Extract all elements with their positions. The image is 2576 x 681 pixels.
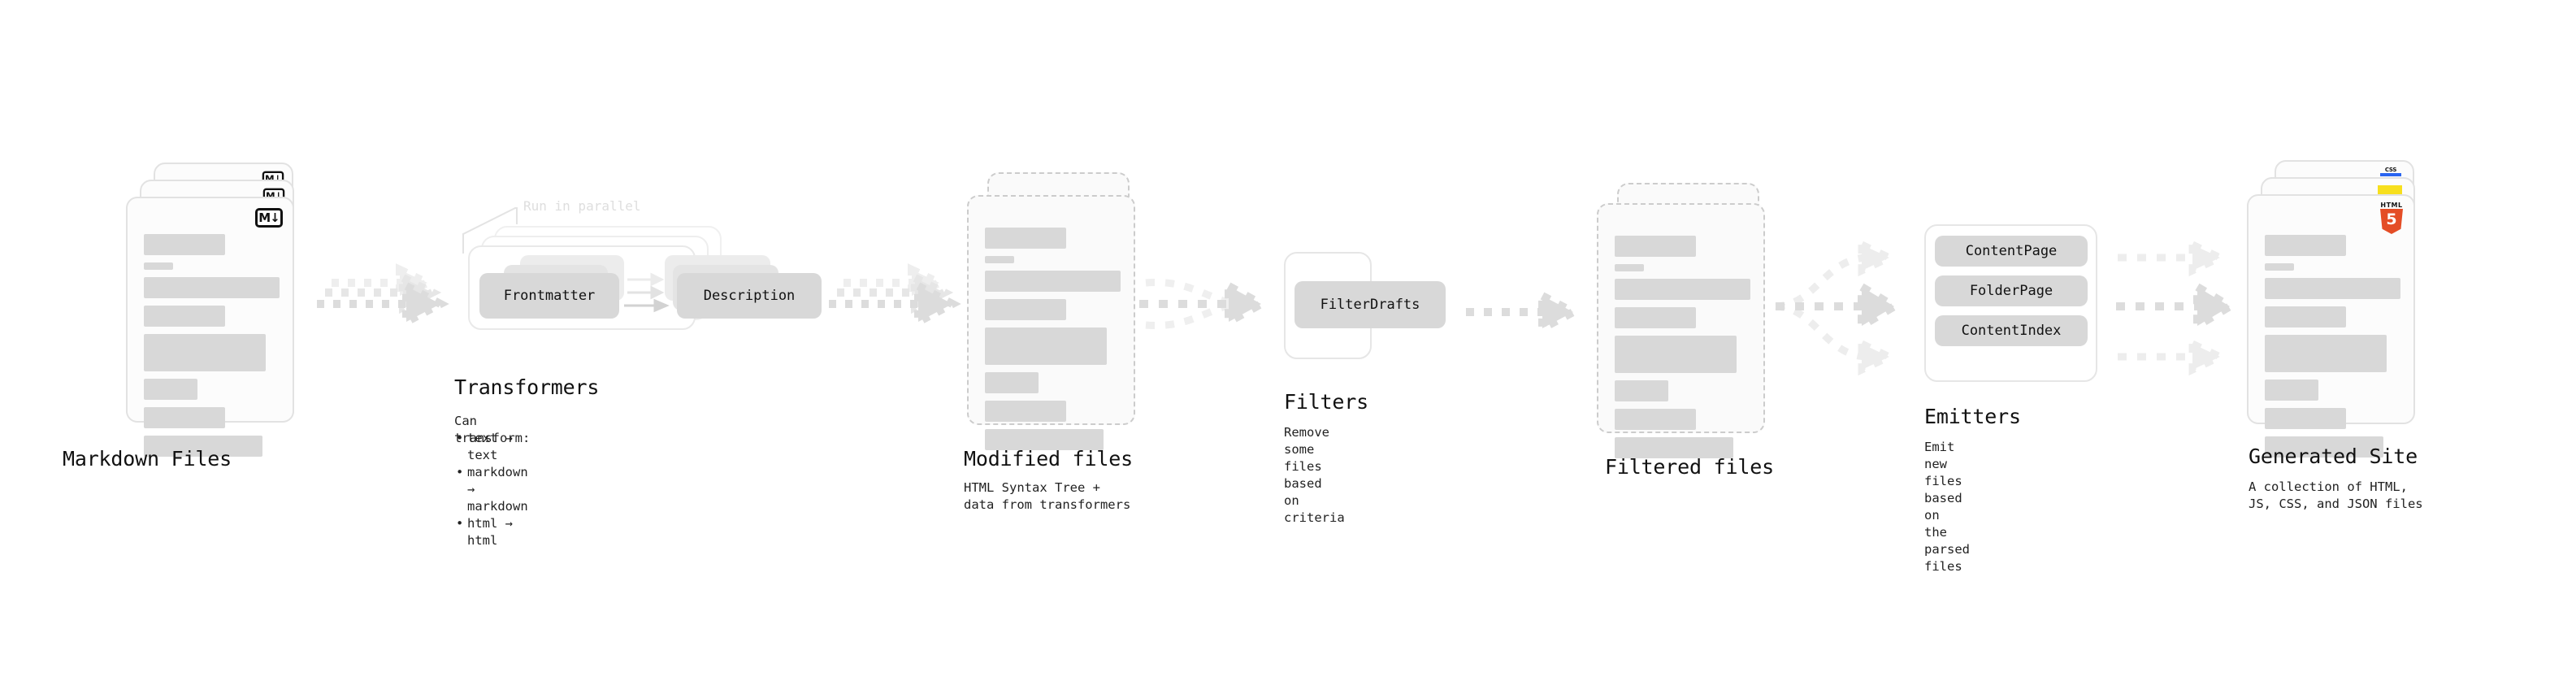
doc-line [1615, 437, 1733, 458]
site-card-front: HTML 5 [2247, 194, 2415, 458]
bullet-item: text → text [454, 430, 528, 464]
doc-placeholder-lines [985, 228, 1121, 458]
stage-subtitle-generated-site: A collection of HTML, JS, CSS, and JSON … [2249, 479, 2423, 511]
doc-line [144, 334, 266, 371]
doc-line [985, 327, 1107, 365]
stage-filtered-files: Filtered files [1597, 183, 1776, 479]
doc-line [144, 436, 262, 457]
doc-line [2265, 380, 2318, 401]
flow-arrow-filtered-to-emitters [1775, 238, 1902, 376]
markdown-card-stack: M↓ M↓ M↓ [126, 163, 313, 457]
markdown-badge: M↓ [255, 208, 283, 228]
stage-subtitle-modified-files: HTML Syntax Tree + data from transformer… [964, 480, 1131, 512]
filtered-card-front [1597, 203, 1765, 458]
doc-line [985, 429, 1104, 450]
stage-title-transformers: Transformers [454, 375, 600, 399]
bullet-item: html → html [454, 515, 528, 549]
modified-card-stack [967, 172, 1146, 450]
flow-arrow-emitters-to-site [2116, 238, 2238, 376]
stage-modified-files: Modified files HTML Syntax Tree + data f… [964, 172, 1146, 512]
doc-line [1615, 380, 1668, 401]
transformer-chip-description[interactable]: Description [677, 273, 822, 319]
doc-placeholder-lines [1615, 236, 1750, 466]
flow-arrow-filters-to-filtered [1466, 288, 1582, 336]
doc-line [2265, 436, 2383, 458]
emitter-chip-contentpage[interactable]: ContentPage [1935, 236, 2088, 267]
doc-line [2265, 235, 2346, 256]
doc-line [2265, 263, 2294, 271]
stage-title-filters: Filters [1284, 390, 1368, 414]
flow-arrow-modified-to-filters [1139, 278, 1270, 330]
doc-line [144, 306, 225, 327]
filter-chip-filterdrafts[interactable]: FilterDrafts [1295, 281, 1446, 328]
stage-title-markdown-files: Markdown Files [63, 447, 232, 471]
doc-line [144, 379, 197, 400]
markdown-card-front: M↓ [126, 197, 294, 457]
html5-badge-shield: 5 [2380, 209, 2403, 234]
doc-line [1615, 279, 1750, 300]
modified-card-front [967, 195, 1135, 450]
doc-line [1615, 409, 1696, 430]
stage-subtitle-filters: Remove some files based on criteria [1284, 425, 1345, 525]
stage-title-modified-files: Modified files [964, 447, 1133, 471]
doc-line [985, 401, 1066, 422]
doc-line [985, 271, 1121, 292]
doc-line [2265, 278, 2400, 299]
doc-line [985, 299, 1066, 320]
stage-markdown-files: M↓ M↓ M↓ Markdown Fi [63, 163, 313, 471]
stage-title-emitters: Emitters [1924, 405, 2021, 428]
emitter-chip-folderpage[interactable]: FolderPage [1935, 275, 2088, 306]
css-badge-bar [2380, 173, 2401, 176]
run-in-parallel-label: Run in parallel [523, 198, 641, 214]
html5-badge-word: HTML [2380, 202, 2403, 209]
flow-arrow-transformers-to-modified [829, 263, 961, 329]
emitter-chip-contentindex[interactable]: ContentIndex [1935, 315, 2088, 346]
doc-line [144, 407, 225, 428]
flow-arrow-markdown-to-transformers [317, 263, 449, 329]
doc-line [144, 234, 225, 255]
doc-placeholder-lines [2265, 235, 2400, 465]
stage-generated-site: CSS HTML 5 [2247, 160, 2434, 511]
html5-badge: HTML 5 [2378, 202, 2405, 234]
doc-line [985, 228, 1066, 249]
stage-title-filtered-files: Filtered files [1605, 455, 1774, 479]
site-card-stack: CSS HTML 5 [2247, 160, 2434, 458]
transformers-bullet-list: text → text markdown → markdown html → h… [454, 430, 528, 549]
doc-line [1615, 307, 1696, 328]
transformer-chip-frontmatter[interactable]: Frontmatter [479, 273, 619, 319]
doc-line [1615, 264, 1644, 271]
doc-line [1615, 236, 1696, 257]
doc-line [2265, 335, 2387, 372]
stage-subtitle-emitters: Emit new files based on the parsed files [1924, 440, 1970, 574]
run-in-parallel-bracket [462, 207, 518, 254]
doc-line [2265, 306, 2346, 327]
stage-title-generated-site: Generated Site [2249, 445, 2418, 468]
doc-line [985, 372, 1039, 393]
doc-line [144, 262, 173, 270]
doc-line [2265, 408, 2346, 429]
css-badge-label: CSS [2384, 167, 2397, 173]
css-badge: CSS [2380, 167, 2401, 178]
doc-line [144, 277, 280, 298]
doc-line [985, 256, 1014, 263]
doc-line [1615, 336, 1737, 373]
bullet-item: markdown → markdown [454, 464, 528, 515]
filtered-card-stack [1597, 183, 1776, 458]
transformer-inner-arrows [624, 272, 670, 313]
doc-placeholder-lines [144, 234, 280, 464]
